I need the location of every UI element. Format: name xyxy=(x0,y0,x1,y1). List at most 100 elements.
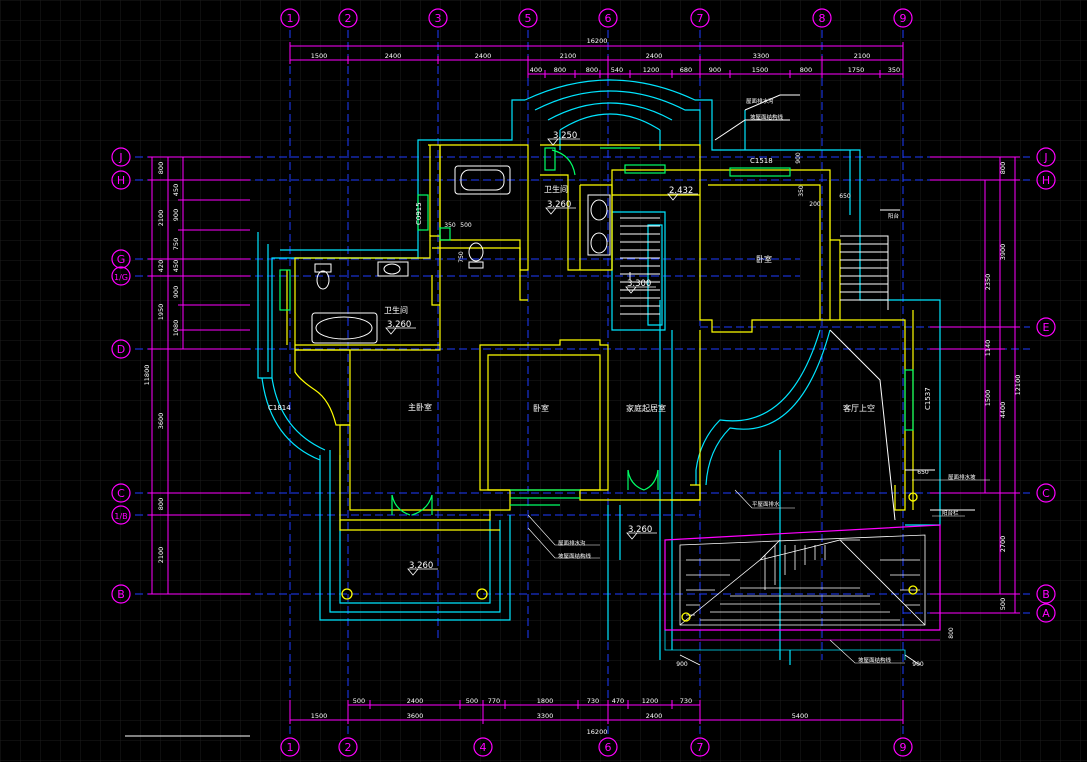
dim-bottom-detail: 730 xyxy=(680,697,692,705)
column xyxy=(341,588,353,600)
elevation-label: 3.260 xyxy=(387,320,411,330)
dim-misc: 200 xyxy=(809,201,821,208)
axis-label-top: 9 xyxy=(900,12,907,25)
dim-left: 1950 xyxy=(157,304,165,321)
axis-label-top: 8 xyxy=(819,12,826,25)
axis-label-right: B xyxy=(1042,588,1050,601)
elevation-label: 3.250 xyxy=(553,131,577,141)
room-bathroom: 卫生间 xyxy=(544,184,568,194)
dim-bottom: 5400 xyxy=(792,712,809,720)
dim-misc: 650 xyxy=(917,469,929,476)
dim-left-detail: 450 xyxy=(172,184,180,196)
dim-top: 2400 xyxy=(475,52,492,60)
dim-top: 2400 xyxy=(385,52,402,60)
dim-bottom-detail: 1200 xyxy=(642,697,659,705)
elevation-label: 3.260 xyxy=(409,561,433,571)
axis-bubbles xyxy=(111,8,1056,757)
dim-bottom: 2400 xyxy=(646,712,663,720)
dim-top: 3300 xyxy=(753,52,770,60)
annotation: 屋面排水沟 xyxy=(746,97,774,105)
dim-right-detail: 1500 xyxy=(984,390,992,407)
misc-dimension-text: 350 500 750 350 200 650 650 900 800 900 … xyxy=(444,152,955,668)
elevation-label: 3.300 xyxy=(627,279,651,289)
dim-misc: 350 xyxy=(798,185,805,197)
elevation-markers: 3.250 3.260 3.260 3.300 2.432 3.260 3.26… xyxy=(385,131,698,576)
elevation-label: 3.260 xyxy=(628,525,652,535)
annotation: 阳台栏 xyxy=(942,509,959,517)
dim-left-detail: 750 xyxy=(172,238,180,250)
annotation: 坡屋面结构线 xyxy=(558,552,592,560)
annotation: 阳台 xyxy=(888,212,900,220)
elevation-label: 3.260 xyxy=(547,200,571,210)
axis-label-right: H xyxy=(1042,174,1050,187)
window-tag: C1814 xyxy=(268,404,291,412)
window-tag: C0915 xyxy=(415,202,423,225)
columns xyxy=(341,492,918,622)
column xyxy=(908,492,918,502)
dim-bottom: 3600 xyxy=(407,712,424,720)
axis-label-left: 1/G xyxy=(114,273,128,282)
axis-label-left: J xyxy=(118,151,122,164)
dim-right: 3900 xyxy=(999,244,1007,261)
dim-misc: 650 xyxy=(839,193,851,200)
dim-top-detail: 800 xyxy=(554,66,566,74)
dim-misc: 750 xyxy=(458,251,465,263)
dim-top: 2100 xyxy=(854,52,871,60)
dim-top: 1500 xyxy=(311,52,328,60)
axis-label-left: D xyxy=(117,343,125,356)
column xyxy=(476,588,488,600)
axis-label-right: C xyxy=(1042,487,1050,500)
axis-label-bottom: 6 xyxy=(605,741,612,754)
dim-left-detail: 450 xyxy=(172,260,180,272)
axis-label-bottom: 2 xyxy=(345,741,352,754)
dim-left-detail: 800 xyxy=(157,498,165,510)
dim-bottom-detail: 470 xyxy=(612,697,624,705)
dim-bottom-detail: 2400 xyxy=(407,697,424,705)
dim-left-detail: 420 xyxy=(157,260,165,272)
axis-label-left: H xyxy=(117,174,125,187)
fixtures xyxy=(311,94,975,521)
dim-bottom-detail: 770 xyxy=(488,697,500,705)
window-tag: C1537 xyxy=(924,387,932,410)
dim-bottom-total: 16200 xyxy=(587,728,608,736)
dim-left: 2100 xyxy=(157,547,165,564)
dim-bottom: 3300 xyxy=(537,712,554,720)
dim-right: 4400 xyxy=(999,402,1007,419)
axis-label-top: 7 xyxy=(697,12,704,25)
dim-bottom-detail: 730 xyxy=(587,697,599,705)
dim-top-detail: 1500 xyxy=(752,66,769,74)
dim-bottom: 1500 xyxy=(311,712,328,720)
dim-misc: 800 xyxy=(948,627,955,639)
dim-left-detail: 1080 xyxy=(172,320,180,337)
axis-label-left: 1/B xyxy=(114,512,127,521)
dim-left-detail: 900 xyxy=(172,209,180,221)
room-bedroom: 卧室 xyxy=(756,254,772,264)
dim-top-detail: 1750 xyxy=(848,66,865,74)
dim-top: 2400 xyxy=(646,52,663,60)
dim-right-detail: 800 xyxy=(999,162,1007,174)
axis-labels: 1 2 3 5 6 7 8 9 1 2 4 6 7 9 J H G 1/G D … xyxy=(114,12,1050,754)
dim-top-detail: 680 xyxy=(680,66,692,74)
windows xyxy=(279,147,914,516)
axis-label-top: 6 xyxy=(605,12,612,25)
dim-top-detail: 350 xyxy=(888,66,900,74)
column xyxy=(908,585,918,595)
dim-left: 3600 xyxy=(157,413,165,430)
dim-right-detail: 1140 xyxy=(984,340,992,357)
axis-label-right: J xyxy=(1043,151,1047,164)
porch-roof-hatching xyxy=(686,545,920,621)
axis-label-bottom: 7 xyxy=(697,741,704,754)
dim-misc: 350 xyxy=(444,222,456,229)
annotations: 屋面排水沟 坡屋面结构线 屋面排水沟 坡屋面结构线 平屋面排水 坡屋面结构线 屋… xyxy=(527,97,990,664)
elevation-label: 2.432 xyxy=(669,186,693,196)
axis-label-right: A xyxy=(1042,607,1050,620)
dim-right: 500 xyxy=(999,598,1007,610)
dim-left: 2100 xyxy=(157,210,165,227)
room-bathroom: 卫生间 xyxy=(384,305,408,315)
annotation: 屋面排水沟 xyxy=(558,539,586,547)
dim-bottom-detail: 500 xyxy=(466,697,478,705)
room-bedroom: 卧室 xyxy=(533,403,549,413)
dim-top-detail: 540 xyxy=(611,66,623,74)
dim-left-total: 11800 xyxy=(143,365,151,386)
